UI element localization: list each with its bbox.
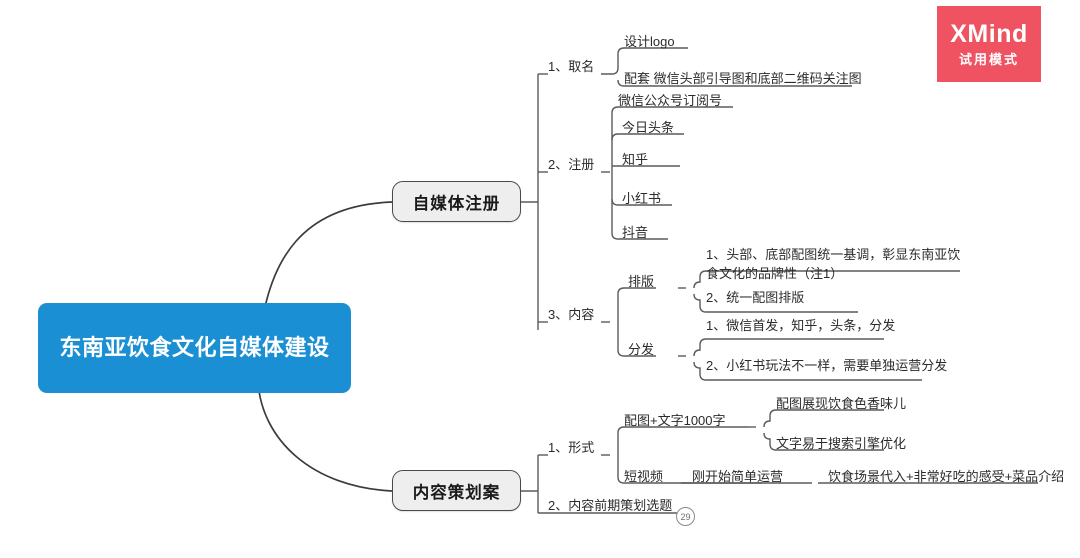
- topic-label: 配套 微信头部引导图和底部二维码关注图: [624, 71, 862, 86]
- branch-node-label: 自媒体注册: [412, 194, 501, 213]
- topic-toutiao[interactable]: 今日头条: [622, 119, 674, 138]
- branch-node-content-plan[interactable]: 内容策划案: [392, 470, 521, 511]
- collapse-badge[interactable]: 29: [676, 507, 695, 526]
- xmind-trial-watermark: XMind 试用模式: [937, 6, 1041, 82]
- topic-layout-unified-images[interactable]: 2、统一配图排版: [706, 289, 804, 308]
- branch-node-label: 内容策划案: [412, 483, 501, 502]
- topic-label: 1、头部、底部配图统一基调，彰显东南亚饮食文化的品牌性（注1）: [706, 247, 961, 281]
- branch-node-self-media-registration[interactable]: 自媒体注册: [392, 181, 521, 222]
- topic-label: 微信公众号订阅号: [618, 93, 723, 108]
- topic-label: 文字易于搜索引擎优化: [776, 436, 907, 451]
- topic-early-planning[interactable]: 2、内容前期策划选题: [548, 497, 672, 516]
- topic-wechat-subscription[interactable]: 微信公众号订阅号: [618, 92, 722, 111]
- topic-label: 2、内容前期策划选题: [548, 498, 673, 513]
- topic-label: 抖音: [622, 225, 649, 240]
- topic-label: 排版: [628, 274, 655, 289]
- topic-label: 饮食场景代入+非常好吃的感受+菜品介绍: [828, 469, 1065, 484]
- topic-wechat-header-footer-images[interactable]: 配套 微信头部引导图和底部二维码关注图: [624, 70, 862, 89]
- topic-label: 短视频: [624, 469, 664, 484]
- topic-text-seo-friendly[interactable]: 文字易于搜索引擎优化: [776, 435, 906, 454]
- collapse-badge-count: 29: [680, 511, 691, 522]
- topic-label: 2、统一配图排版: [706, 290, 805, 305]
- topic-label: 3、内容: [548, 307, 595, 322]
- topic-registration[interactable]: 2、注册: [548, 156, 594, 175]
- topic-image-plus-1000-words[interactable]: 配图+文字1000字: [624, 412, 726, 431]
- central-topic[interactable]: 东南亚饮食文化自媒体建设: [38, 303, 351, 393]
- topic-label: 设计logo: [624, 34, 675, 49]
- topic-distribution[interactable]: 分发: [628, 341, 654, 360]
- topic-label: 今日头条: [622, 120, 675, 135]
- topic-layout-unified-tone[interactable]: 1、头部、底部配图统一基调，彰显东南亚饮食文化的品牌性（注1）: [706, 246, 968, 284]
- topic-short-video[interactable]: 短视频: [624, 468, 663, 487]
- topic-distribution-xiaohongshu[interactable]: 2、小红书玩法不一样，需要单独运营分发: [706, 357, 947, 376]
- topic-distribution-wechat-first[interactable]: 1、微信首发，知乎，头条，分发: [706, 317, 895, 336]
- topic-label: 2、注册: [548, 157, 595, 172]
- topic-zhihu[interactable]: 知乎: [622, 151, 648, 170]
- topic-label: 1、形式: [548, 440, 595, 455]
- topic-label: 1、取名: [548, 59, 595, 74]
- topic-label: 配图展现饮食色香味儿: [776, 396, 907, 411]
- topic-label: 分发: [628, 342, 655, 357]
- topic-label: 配图+文字1000字: [624, 413, 726, 428]
- topic-images-show-flavor[interactable]: 配图展现饮食色香味儿: [776, 395, 906, 414]
- topic-label: 1、微信首发，知乎，头条，分发: [706, 318, 896, 333]
- topic-layout[interactable]: 排版: [628, 273, 654, 292]
- xmind-trial-label: 试用模式: [958, 52, 1019, 67]
- central-topic-label: 东南亚饮食文化自媒体建设: [59, 335, 330, 361]
- topic-xiaohongshu[interactable]: 小红书: [622, 190, 661, 209]
- xmind-brand-label: XMind: [950, 20, 1028, 48]
- topic-format[interactable]: 1、形式: [548, 439, 594, 458]
- topic-label: 2、小红书玩法不一样，需要单独运营分发: [706, 358, 948, 373]
- topic-douyin[interactable]: 抖音: [622, 224, 648, 243]
- topic-content[interactable]: 3、内容: [548, 306, 594, 325]
- topic-simple-operation-at-start[interactable]: 刚开始简单运营: [692, 468, 783, 487]
- topic-design-logo[interactable]: 设计logo: [624, 33, 675, 52]
- topic-naming[interactable]: 1、取名: [548, 58, 594, 77]
- topic-label: 知乎: [622, 152, 649, 167]
- topic-label: 刚开始简单运营: [692, 469, 784, 484]
- topic-label: 小红书: [622, 191, 662, 206]
- topic-scene-immersion-dish-intro[interactable]: 饮食场景代入+非常好吃的感受+菜品介绍: [828, 468, 1064, 487]
